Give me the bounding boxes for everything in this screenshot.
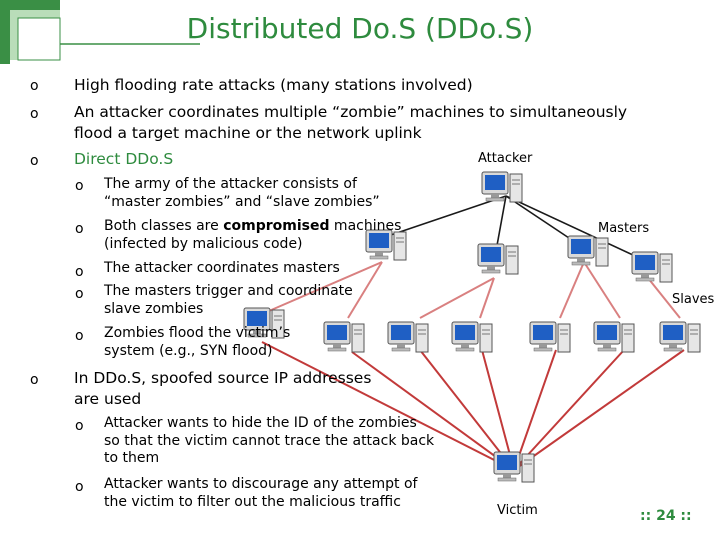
sub-bullet-marker: o [75, 418, 84, 434]
slave-computer-icon [323, 321, 365, 353]
sub-bullet-text: The attacker coordinates masters [104, 260, 340, 278]
sub-bullet-marker: o [75, 479, 84, 495]
slave-computer-icon [529, 321, 571, 353]
sub-bullet-text: Both classes are compromised machines (i… [104, 218, 401, 253]
edge-attacker-master [381, 195, 507, 239]
line: Zombies flood the victim’s [104, 325, 291, 341]
sub-bullet-text: Attacker wants to discourage any attempt… [104, 476, 417, 511]
bullet-marker: o [30, 106, 39, 122]
bullet-text: flood a target machine or the network up… [74, 124, 422, 142]
edge-slave-victim [513, 349, 625, 471]
line: (infected by malicious code) [104, 235, 303, 252]
edge-slave-victim [513, 349, 557, 471]
master-computer-icon [631, 251, 673, 283]
line: so that the victim cannot trace the atta… [104, 432, 435, 449]
attacker-label: Attacker [478, 151, 533, 166]
edge-master-slave [559, 261, 585, 319]
text-part: machines [329, 218, 402, 234]
line: Attacker wants to hide the ID of the zom… [104, 415, 417, 431]
master-computer-icon [567, 235, 609, 267]
line: “master zombies” and “slave zombies” [104, 193, 380, 210]
edge-slave-victim [513, 349, 685, 471]
edge-master-slave [347, 261, 383, 319]
line: The army of the attacker consists of [104, 176, 357, 192]
master-computer-icon [477, 243, 519, 275]
emphasis: compromised [223, 218, 330, 234]
sub-bullet-marker: o [75, 286, 84, 302]
line: Attacker wants to discourage any attempt… [104, 476, 418, 492]
edge-master-slave [419, 277, 495, 319]
bullet-text: Direct DDo.S [74, 150, 174, 168]
line: Both classes are compromised machines [104, 218, 401, 236]
bullet-marker: o [30, 372, 39, 388]
slave-computer-icon [593, 321, 635, 353]
slave-computer-icon [243, 307, 285, 339]
slaves-label: Slaves [672, 292, 715, 307]
line: system (e.g., SYN flood) [104, 342, 273, 359]
bullet-text: An attacker coordinates multiple “zombie… [74, 103, 628, 121]
edge-master-slave [647, 277, 681, 319]
edge-master-slave [261, 261, 383, 315]
attacker-computer-icon [481, 171, 523, 203]
masters-label: Masters [598, 221, 650, 236]
edge-slave-victim [351, 351, 515, 471]
sub-bullet-marker: o [75, 264, 84, 280]
edge-attacker-master [505, 195, 649, 263]
edge-master-slave [583, 261, 621, 319]
sub-bullet-text: Zombies flood the victim’s system (e.g.,… [104, 325, 290, 360]
edge-master-slave [479, 277, 495, 319]
line: are used [74, 390, 142, 408]
sub-bullet-marker: o [75, 328, 84, 344]
sub-bullet-marker: o [75, 221, 84, 237]
line: the victim to filter out the malicious t… [104, 493, 401, 510]
text-part: Both classes are [104, 218, 224, 234]
slave-computer-icon [659, 321, 701, 353]
slide-title: Distributed Do.S (DDo.S) [186, 12, 534, 45]
line: slave zombies [104, 300, 204, 317]
master-computer-icon [365, 229, 407, 261]
bullet-marker: o [30, 78, 39, 94]
corner-decoration [0, 0, 200, 64]
slave-computer-icon [451, 321, 493, 353]
edge-slave-victim [419, 349, 515, 471]
bullet-text: High flooding rate attacks (many station… [74, 76, 473, 94]
line: In DDo.S, spoofed source IP addresses [74, 369, 372, 387]
sub-bullet-marker: o [75, 178, 84, 194]
edge-slave-victim [261, 341, 515, 471]
sub-bullet-text: The army of the attacker consists of “ma… [104, 176, 380, 211]
slave-computer-icon [387, 321, 429, 353]
bullet-marker: o [30, 153, 39, 169]
line: The masters trigger and coordinate [104, 283, 353, 299]
sub-bullet-text: The masters trigger and coordinate slave… [104, 283, 353, 318]
victim-label: Victim [497, 503, 538, 518]
bullet-text: In DDo.S, spoofed source IP addresses ar… [74, 368, 371, 410]
sub-bullet-text: Attacker wants to hide the ID of the zom… [104, 415, 434, 468]
line: to them [104, 450, 160, 466]
edge-slave-victim [481, 349, 515, 471]
page-number: :: 24 :: [640, 508, 692, 524]
line: The attacker coordinates masters [104, 260, 340, 276]
victim-computer-icon [493, 451, 535, 483]
